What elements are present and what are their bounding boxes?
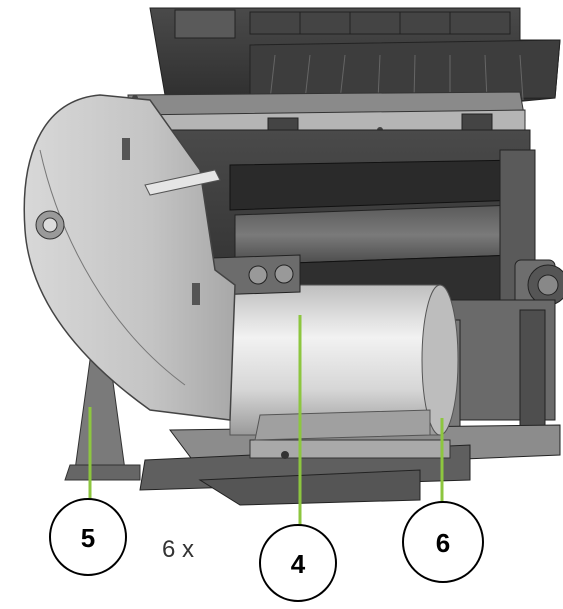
cutting-drum: [229, 284, 459, 441]
callout-5-label: 5: [81, 523, 95, 553]
belt-guard: [23, 94, 236, 421]
callout-5: 5: [49, 498, 127, 576]
callout-6-label: 6: [436, 528, 450, 558]
quantity-note: 6 x: [162, 536, 194, 563]
callout-6: 6: [402, 501, 484, 583]
junction-box: [211, 254, 301, 296]
callout-4: 4: [259, 524, 337, 602]
hopper: [149, 7, 561, 111]
leader-lines: [88, 315, 444, 525]
left-leg: [64, 359, 141, 481]
machine-frame: [139, 299, 561, 506]
callout-4-label: 4: [291, 549, 306, 579]
motor: [514, 259, 563, 311]
